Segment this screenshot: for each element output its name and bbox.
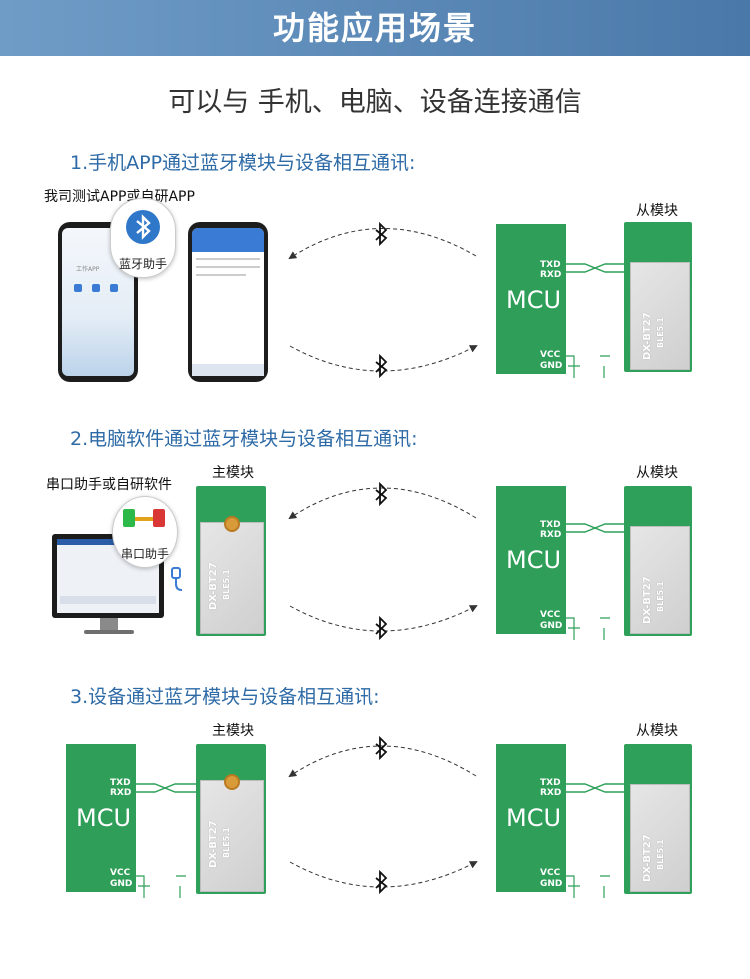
serial-assistant-badge: 串口助手: [112, 496, 178, 568]
header-banner: [0, 0, 750, 56]
phone-icon: [188, 222, 268, 382]
section-3-master-label: 主模块: [212, 723, 254, 739]
section-1-title: 1.手机APP通过蓝牙模块与设备相互通讯:: [70, 152, 416, 174]
section-3-title: 3.设备通过蓝牙模块与设备相互通讯:: [70, 686, 380, 708]
slave-module: DX-BT27 BLE5.1: [624, 222, 692, 372]
badge-label: 串口助手: [120, 547, 169, 561]
monitor-base: [84, 630, 134, 634]
wireless-link: [289, 861, 478, 888]
wireless-link: [289, 345, 478, 372]
mcu-block: TXD RXD MCU VCC GND: [496, 744, 566, 892]
uart-crossover: [136, 263, 624, 793]
page-title: 功能应用场景: [272, 9, 477, 47]
master-module: DX-BT27 BLE5.1: [196, 744, 266, 894]
master-module: DX-BT27 BLE5.1: [196, 486, 266, 636]
slave-module: DX-BT27 BLE5.1: [624, 744, 692, 894]
wireless-link: [288, 745, 477, 778]
slave-module: DX-BT27 BLE5.1: [624, 486, 692, 636]
page-subtitle: 可以与 手机、电脑、设备连接通信: [168, 87, 582, 118]
wireless-link: [288, 487, 477, 520]
bluetooth-assistant-badge: 蓝牙助手: [110, 198, 176, 278]
monitor-stand: [100, 618, 118, 630]
mcu-block: TXD RXD MCU VCC GND: [66, 744, 136, 892]
section-2-slave-label: 从模块: [636, 465, 678, 481]
app-icon: [92, 284, 100, 292]
app-icon: [110, 284, 118, 292]
section-2-left-label: 串口助手或自研软件: [46, 477, 172, 493]
wireless-link: [289, 605, 478, 632]
section-1-slave-label: 从模块: [636, 203, 678, 219]
wireless-link: [288, 228, 477, 260]
app-header: [192, 228, 264, 252]
mcu-block: TXD RXD MCU VCC GND: [496, 486, 566, 634]
ground-symbols: [136, 355, 610, 898]
app-title: 工作APP: [76, 266, 100, 273]
badge-label: 蓝牙助手: [118, 257, 167, 271]
app-icon: [74, 284, 82, 292]
section-2-title: 2.电脑软件通过蓝牙模块与设备相互通讯:: [70, 428, 418, 450]
section-2-master-label: 主模块: [212, 465, 254, 481]
bluetooth-app-icon: [126, 210, 160, 244]
section-3-slave-label: 从模块: [636, 723, 678, 739]
mcu-block: TXD RXD MCU VCC GND: [496, 224, 566, 374]
usb-icon: [171, 567, 183, 591]
bluetooth-icon: [375, 221, 388, 895]
